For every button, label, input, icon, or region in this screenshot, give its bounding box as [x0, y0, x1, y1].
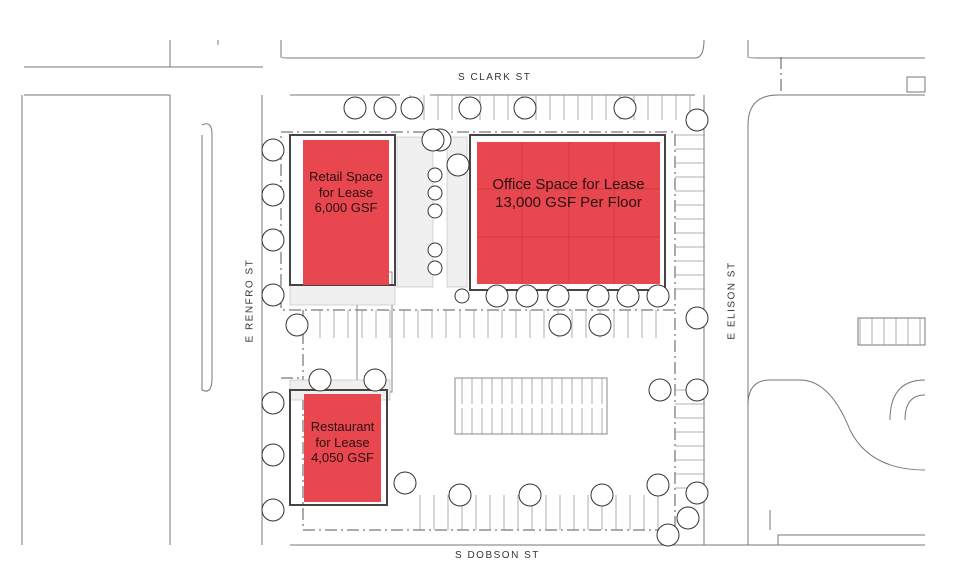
tree-icon: [373, 96, 397, 120]
office-label-line1: Office Space for Lease: [492, 176, 645, 193]
street-edge: [769, 510, 925, 545]
tree-icon: [427, 242, 443, 258]
street-edge: [857, 317, 926, 346]
tree-icon: [518, 483, 542, 507]
tree-icon: [588, 313, 612, 337]
street-edge: [747, 40, 925, 59]
tree-icon: [261, 138, 285, 162]
tree-icon: [427, 167, 443, 183]
street-edge: [747, 94, 925, 545]
tree-icon: [261, 183, 285, 207]
office-lease-label: Office Space for Lease 13,000 GSF Per Fl…: [477, 176, 660, 212]
tree-icon: [586, 284, 610, 308]
office-grid-lines: [477, 142, 660, 284]
tree-icon: [546, 284, 570, 308]
tree-icon: [261, 228, 285, 252]
tree-icon: [261, 391, 285, 415]
tree-icon: [616, 284, 640, 308]
tree-icon: [343, 96, 367, 120]
restaurant-label-line3: 4,050 GSF: [311, 450, 374, 466]
tree-icon: [454, 288, 470, 304]
tree-icon: [427, 203, 443, 219]
tree-icon: [646, 473, 670, 497]
property-boundary: [281, 310, 676, 531]
retail-label-line3: 6,000 GSF: [314, 200, 378, 216]
tree-icon: [261, 498, 285, 522]
tree-icon: [685, 378, 709, 402]
tree-icon: [485, 284, 509, 308]
street-label-east: E ELISON ST: [726, 261, 738, 340]
tree-icon: [513, 96, 537, 120]
street-edge: [747, 379, 771, 470]
retail-label-line1: Retail Space: [309, 169, 383, 184]
plaza-walk: [396, 136, 434, 288]
street-edge: [906, 76, 926, 93]
tree-icon: [421, 128, 445, 152]
parking-island: [454, 377, 608, 435]
tree-icon: [646, 284, 670, 308]
tree-icon: [548, 313, 572, 337]
street-edge: [889, 379, 926, 421]
office-lease-area: [477, 142, 660, 284]
street-edge: [201, 123, 213, 392]
tree-icon: [308, 368, 332, 392]
tree-icon: [685, 108, 709, 132]
property-boundary: [280, 131, 676, 311]
street-label-south: S DOBSON ST: [455, 550, 540, 561]
tree-icon: [656, 523, 680, 547]
tree-icon: [685, 481, 709, 505]
street-edge: [217, 39, 705, 59]
tree-icon: [446, 153, 470, 177]
street-label-west: E RENFRO ST: [244, 258, 256, 343]
tree-icon: [393, 471, 417, 495]
tree-icon: [363, 368, 387, 392]
restaurant-building-outline: [289, 389, 388, 506]
street-edge: [21, 66, 263, 545]
plaza-walk: [289, 284, 396, 306]
retail-lease-area: [303, 140, 389, 285]
retail-lease-label: Retail Space for Lease 6,000 GSF: [303, 169, 389, 216]
tree-icon: [400, 96, 424, 120]
tree-icon: [685, 306, 709, 330]
street-edge: [770, 379, 926, 471]
tree-icon: [427, 260, 443, 276]
tree-icon: [285, 313, 309, 337]
tree-icon: [458, 96, 482, 120]
office-label-line2: 13,000 GSF Per Floor: [495, 194, 642, 211]
restaurant-lease-label: Restaurant for Lease 4,050 GSF: [304, 419, 381, 466]
tree-icon: [427, 185, 443, 201]
restaurant-label-line2: for Lease: [315, 434, 370, 450]
tree-icon: [261, 443, 285, 467]
tree-icon: [448, 483, 472, 507]
tree-icon: [676, 506, 700, 530]
restaurant-lease-area: [304, 394, 381, 502]
tree-icon: [261, 283, 285, 307]
restaurant-label-line1: Restaurant: [310, 419, 375, 434]
tree-icon: [515, 284, 539, 308]
retail-label-line2: for Lease: [318, 184, 374, 200]
tree-icon: [648, 378, 672, 402]
trees: [261, 96, 709, 547]
tree-icon: [613, 96, 637, 120]
tree-icon: [590, 483, 614, 507]
street-label-north: S CLARK ST: [458, 72, 532, 83]
